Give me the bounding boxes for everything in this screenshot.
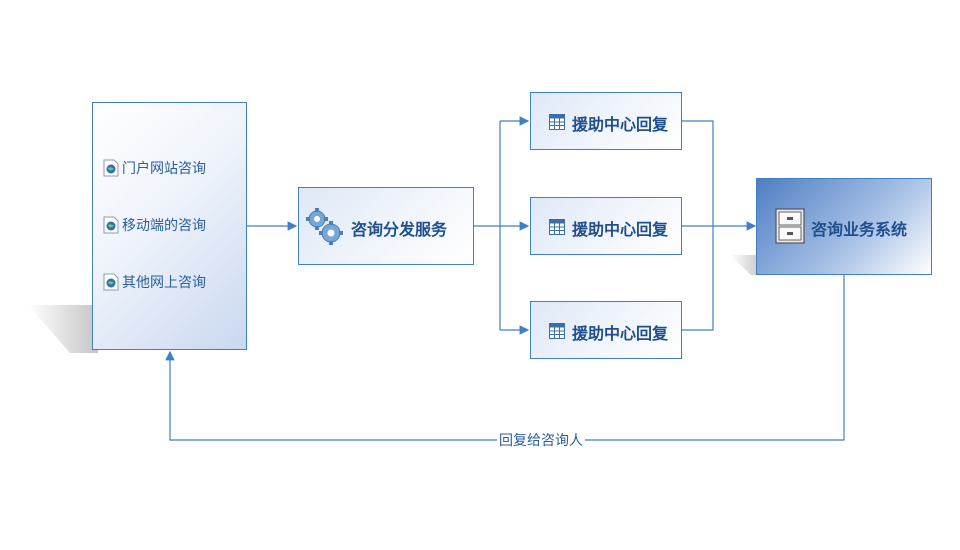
channel-portal: 门户网站咨询 (103, 158, 206, 178)
dispatch-service-box: 咨询分发服务 (298, 187, 474, 265)
channel-label: 移动端的咨询 (122, 218, 206, 234)
gears-icon (306, 208, 343, 245)
web-document-icon (103, 216, 119, 234)
return-path (165, 275, 845, 441)
help-center-box-1: 援助中心回复 (530, 92, 682, 150)
channel-other: 其他网上咨询 (103, 272, 206, 292)
return-flow-label: 回复给咨询人 (497, 430, 585, 450)
filing-cabinet-icon (775, 208, 805, 244)
channel-label: 其他网上咨询 (122, 275, 206, 291)
web-document-icon (103, 159, 119, 177)
table-icon (549, 114, 565, 130)
web-document-icon (103, 273, 119, 291)
table-icon (549, 219, 565, 235)
dispatch-label: 咨询分发服务 (351, 220, 448, 239)
help-center-label: 援助中心回复 (572, 220, 669, 239)
help-center-label: 援助中心回复 (572, 324, 669, 343)
business-system-box: 咨询业务系统 (756, 178, 932, 275)
business-system-label: 咨询业务系统 (811, 220, 908, 239)
channel-mobile: 移动端的咨询 (103, 215, 206, 235)
help-center-box-3: 援助中心回复 (530, 301, 682, 359)
consult-channels-box: 门户网站咨询 移动端的咨询 其他网上咨询 (92, 102, 247, 350)
help-center-box-2: 援助中心回复 (530, 197, 682, 255)
channel-label: 门户网站咨询 (122, 161, 206, 177)
table-icon (549, 323, 565, 339)
help-center-label: 援助中心回复 (572, 115, 669, 134)
